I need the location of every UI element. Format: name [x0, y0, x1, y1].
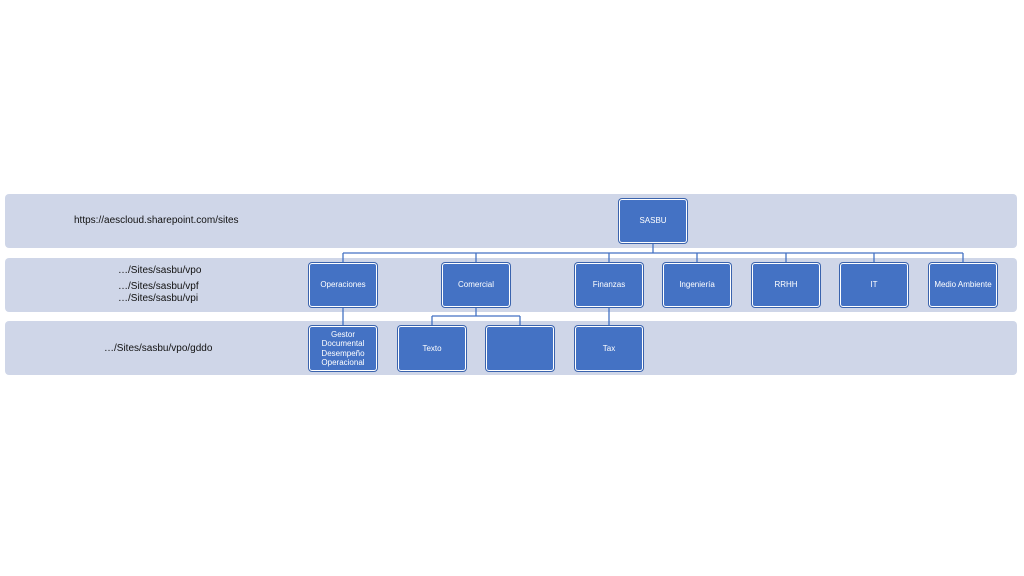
node-it[interactable]: IT	[840, 263, 908, 307]
root-url-label: https://aescloud.sharepoint.com/sites	[74, 215, 239, 226]
node-finanzas[interactable]: Finanzas	[575, 263, 643, 307]
node-operaciones[interactable]: Operaciones	[309, 263, 377, 307]
department-url-label-vpi: …/Sites/sasbu/vpi	[118, 293, 199, 304]
node-comercial[interactable]: Comercial	[442, 263, 510, 307]
node-ingenieria[interactable]: Ingeniería	[663, 263, 731, 307]
node-texto[interactable]: Texto	[398, 326, 466, 371]
node-gestor-documental[interactable]: Gestor Documental Desempeño Operacional	[309, 326, 377, 371]
department-url-label-vpo: …/Sites/sasbu/vpo	[118, 265, 202, 276]
subsite-url-label-gddo: …/Sites/sasbu/vpo/gddo	[104, 343, 213, 354]
level-band-root	[5, 194, 1017, 248]
node-tax[interactable]: Tax	[575, 326, 643, 371]
node-medio-ambiente[interactable]: Medio Ambiente	[929, 263, 997, 307]
node-sasbu[interactable]: SASBU	[619, 199, 687, 243]
department-url-label-vpf: …/Sites/sasbu/vpf	[118, 281, 199, 292]
node-comercial-blank[interactable]	[486, 326, 554, 371]
node-rrhh[interactable]: RRHH	[752, 263, 820, 307]
